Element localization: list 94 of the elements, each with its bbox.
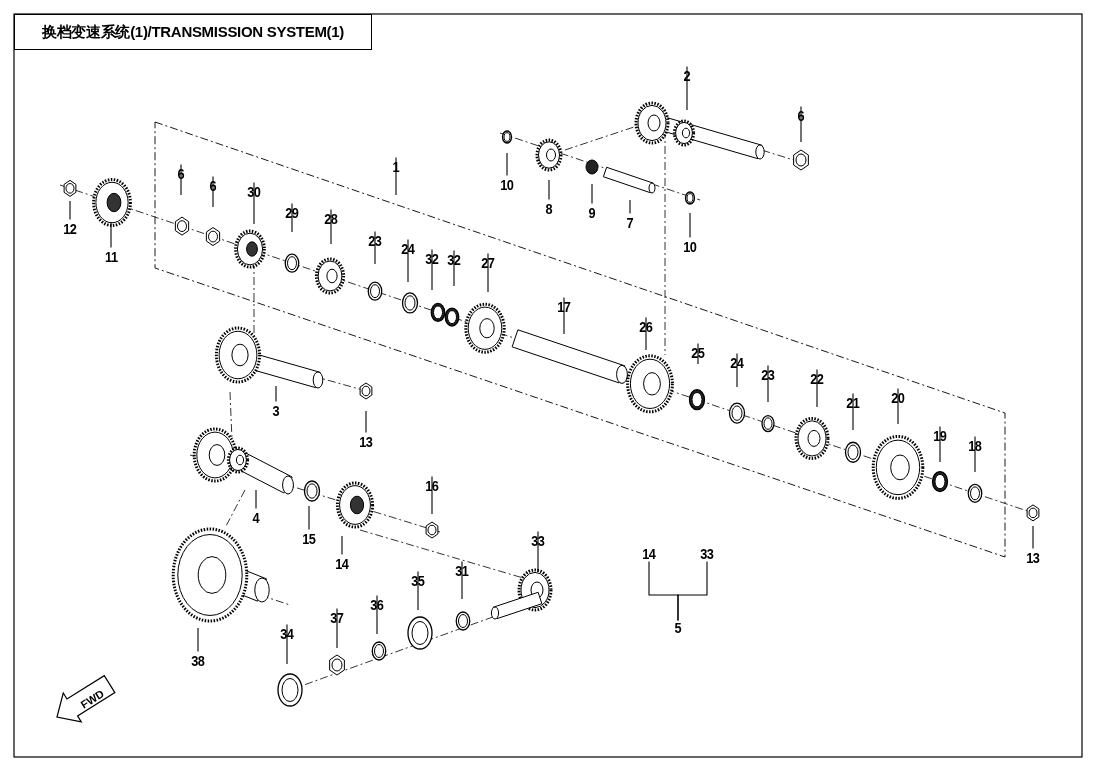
leader-line	[291, 202, 293, 233]
leader-line	[563, 296, 565, 335]
leader-line	[255, 489, 257, 510]
callout-number: 32	[447, 251, 461, 267]
callout-number: 2	[683, 67, 691, 83]
callout-number: 29	[285, 204, 299, 220]
leader-line	[697, 342, 699, 365]
leader-line	[487, 252, 489, 293]
arrow-label: FWD	[78, 687, 106, 711]
leader-line	[816, 368, 818, 408]
callout-number: 4	[252, 509, 260, 525]
leader-line	[1032, 525, 1034, 550]
callout-number: 20	[891, 389, 905, 405]
callout-number: 27	[481, 254, 495, 270]
leader-line	[212, 175, 214, 208]
callout-number: 26	[639, 318, 653, 334]
callout-number: 16	[425, 477, 439, 493]
callout-number: 21	[846, 394, 860, 410]
callout-number: 30	[247, 183, 261, 199]
callout-number: 14	[642, 545, 656, 561]
leader-line	[645, 316, 647, 351]
leader-line	[939, 425, 941, 463]
leader-line	[253, 181, 255, 225]
callout-number: 25	[691, 344, 705, 360]
leader-line	[365, 410, 367, 434]
leader-line	[197, 627, 199, 653]
leader-line	[506, 152, 508, 177]
callout-number: 8	[545, 200, 553, 216]
callout-number: 10	[500, 176, 514, 192]
leader-line	[548, 179, 550, 201]
callout-number: 6	[797, 107, 805, 123]
callout-number: 22	[810, 370, 824, 386]
callout-number: 13	[359, 433, 373, 449]
leader-line	[736, 352, 738, 388]
leader-line	[897, 387, 899, 425]
leader-line	[275, 385, 277, 403]
callout-number: 17	[557, 298, 571, 314]
leader-line	[286, 623, 288, 665]
leader-line	[431, 248, 433, 291]
callout-number: 31	[455, 562, 469, 578]
leader-line	[376, 594, 378, 635]
callout-number: 19	[933, 427, 947, 443]
leader-line	[800, 105, 802, 143]
leader-line	[431, 475, 433, 515]
leader-line	[537, 530, 539, 573]
title: 换档变速系统(1)/TRANSMISSION SYSTEM(1)	[14, 14, 372, 50]
leader-line	[689, 212, 691, 239]
leader-line	[180, 163, 182, 196]
leader-line	[629, 199, 631, 215]
callout-number: 11	[104, 248, 118, 264]
callout-number: 24	[730, 354, 744, 370]
leader-line	[767, 364, 769, 403]
callout-number: 10	[683, 238, 697, 254]
leader-line	[69, 200, 71, 221]
callout-number: 12	[63, 220, 77, 236]
leader-line	[330, 208, 332, 245]
callout-number: 15	[302, 530, 316, 546]
callout-number: 23	[368, 232, 382, 248]
leader-line	[974, 435, 976, 473]
callout-number: 33	[531, 532, 545, 548]
callout-number: 33	[700, 545, 714, 561]
callout-number: 38	[191, 652, 205, 668]
callout-number: 35	[411, 572, 425, 588]
callout-number: 13	[1026, 549, 1040, 565]
leader-line	[395, 156, 397, 196]
callout-number: 36	[370, 596, 384, 612]
callout-number: 34	[280, 625, 294, 641]
callout-number: 18	[968, 437, 982, 453]
leader-line	[110, 221, 112, 249]
bracket-line	[677, 560, 708, 622]
callout-number: 6	[177, 165, 185, 181]
leader-line	[336, 607, 338, 649]
leader-line	[852, 392, 854, 431]
leader-line	[591, 183, 593, 205]
leader-line	[453, 249, 455, 287]
callout-number: 1	[392, 158, 400, 174]
leader-line	[374, 230, 376, 265]
callout-number: 5	[674, 619, 682, 635]
callout-number: 9	[588, 204, 596, 220]
leader-line	[341, 535, 343, 556]
leader-line	[407, 238, 409, 283]
callout-number: 6	[209, 177, 217, 193]
callout-number: 24	[401, 240, 415, 256]
leader-line	[417, 570, 419, 611]
leader-line	[308, 505, 310, 531]
callout-number: 28	[324, 210, 338, 226]
callout-number: 37	[330, 609, 344, 625]
callout-number: 32	[425, 250, 439, 266]
callout-number: 23	[761, 366, 775, 382]
leader-line	[686, 65, 688, 111]
callout-number: 7	[626, 214, 634, 230]
callout-number: 3	[272, 402, 280, 418]
callout-number: 14	[335, 555, 349, 571]
leader-line	[461, 560, 463, 600]
